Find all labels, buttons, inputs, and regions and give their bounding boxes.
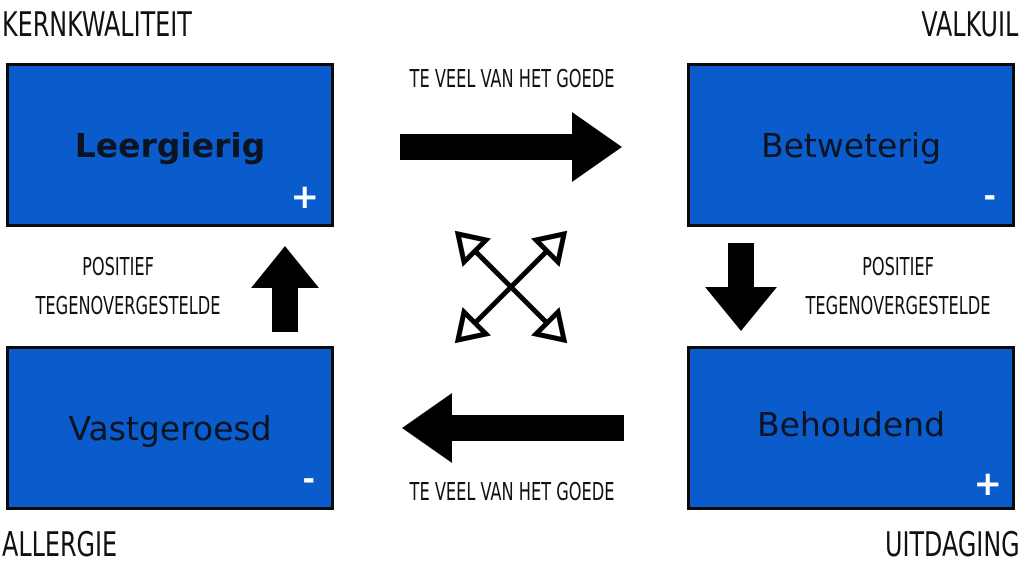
box-label-uitdaging: Behoudend: [756, 405, 946, 444]
right-label-tegenovergestelde: TEGENOVERGESTELDE: [805, 291, 991, 320]
arrow-up-icon: [251, 246, 319, 332]
arrow-left-icon: [402, 393, 624, 463]
box-label-valkuil: Betweterig: [760, 125, 942, 165]
title-valkuil: VALKUIL: [921, 5, 1018, 45]
box-allergie: Vastgeroesd -: [6, 346, 334, 510]
right-label-positief: POSITIEF: [862, 252, 934, 281]
arrow-down-icon: [705, 243, 777, 331]
cross-arrows-icon: [454, 230, 568, 344]
box-valkuil: Betweterig -: [687, 63, 1015, 227]
title-allergie: ALLERGIE: [2, 525, 118, 565]
left-label-tegenovergestelde: TEGENOVERGESTELDE: [35, 291, 221, 320]
arrow-label-bottom: TE VEEL VAN HET GOEDE: [409, 477, 615, 506]
arrow-label-top: TE VEEL VAN HET GOEDE: [409, 64, 615, 93]
box-label-allergie: Vastgeroesd: [68, 408, 272, 448]
box-label-kernkwaliteit: Leergierig: [74, 125, 266, 165]
box-kernkwaliteit: Leergierig +: [6, 63, 334, 227]
plus-sign: +: [973, 464, 1003, 504]
plus-sign: +: [290, 177, 320, 217]
title-kernkwaliteit: KERNKWALITEIT: [2, 5, 192, 45]
left-label-positief: POSITIEF: [82, 252, 154, 281]
minus-sign: -: [983, 179, 996, 214]
arrow-right-icon: [400, 112, 622, 182]
box-uitdaging: Behoudend +: [687, 346, 1015, 510]
title-uitdaging: UITDAGING: [885, 525, 1020, 565]
minus-sign: -: [302, 462, 315, 497]
